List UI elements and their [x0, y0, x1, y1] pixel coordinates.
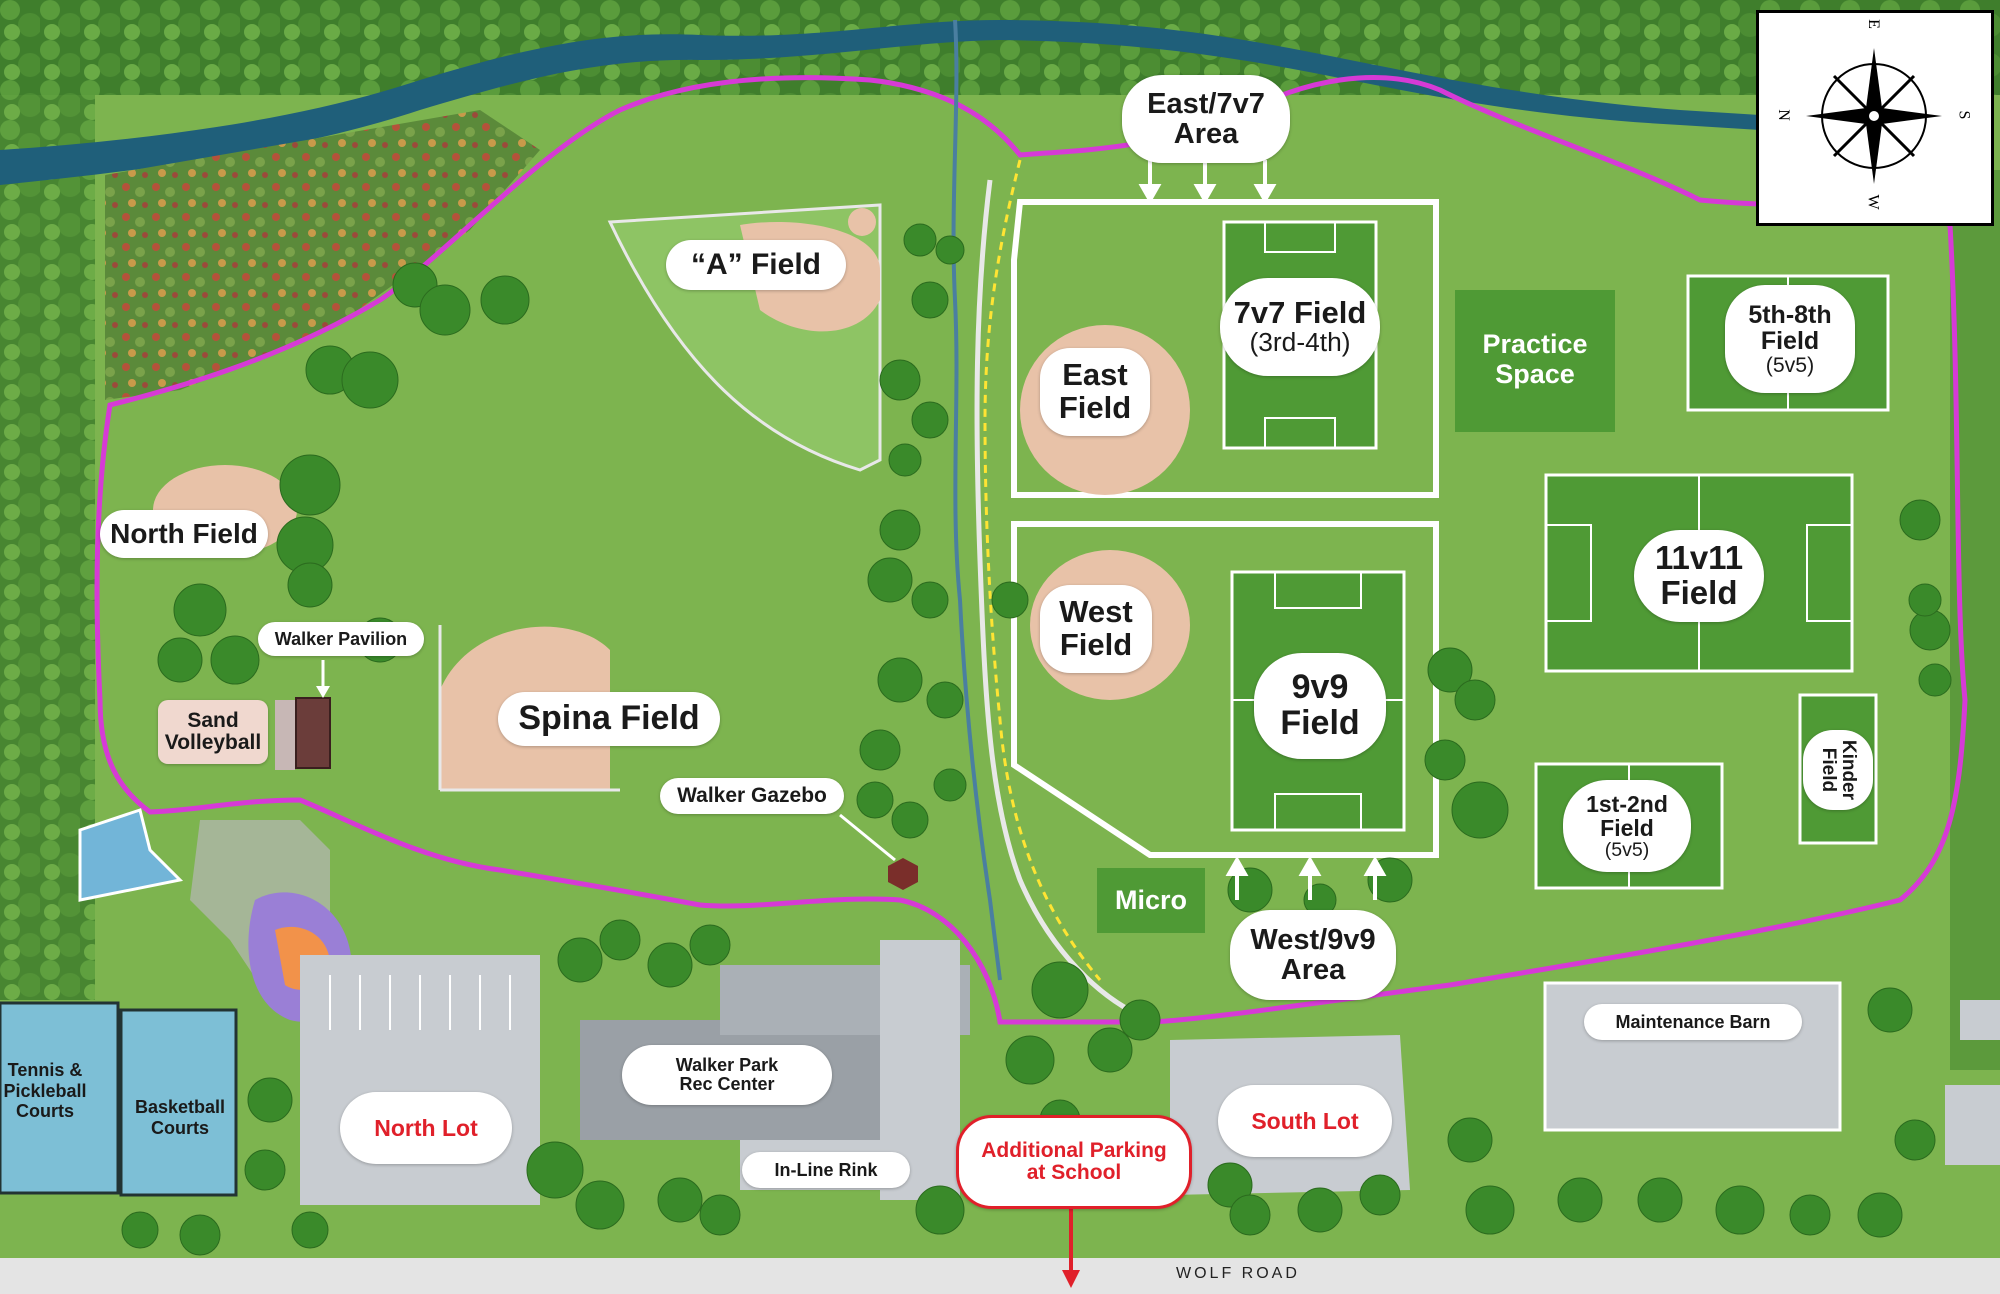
basketball-line2: Courts	[151, 1117, 209, 1138]
maintenance-barn-label[interactable]: Maintenance Barn	[1584, 1004, 1802, 1040]
spina-field-text: Spina Field	[518, 699, 700, 738]
rec-center-label[interactable]: Walker Park Rec Center	[622, 1045, 832, 1105]
a-field-label[interactable]: “A” Field	[666, 240, 846, 290]
tennis-line3: Courts	[16, 1101, 74, 1122]
additional-parking-label[interactable]: Additional Parking at School	[956, 1115, 1192, 1209]
walker-gazebo-label[interactable]: Walker Gazebo	[660, 778, 844, 814]
micro-label[interactable]: Micro	[1097, 868, 1205, 933]
field-9v9-line2: Field	[1280, 704, 1360, 742]
field-1-2-label[interactable]: 1st-2nd Field (5v5)	[1563, 780, 1691, 872]
practice-line2: Space	[1495, 359, 1575, 389]
field-9v9-line1: 9v9	[1291, 668, 1349, 707]
rec-center-line1: Walker Park	[675, 1055, 779, 1076]
compass-west: W	[1864, 194, 1882, 210]
east-field-line2: Field	[1058, 390, 1132, 425]
field-11v11-line2: Field	[1660, 574, 1738, 611]
spina-field-label[interactable]: Spina Field	[498, 692, 720, 746]
west-area-line1: West/9v9	[1250, 923, 1376, 956]
field-5-8-label[interactable]: 5th-8th Field (5v5)	[1725, 285, 1855, 393]
tennis-line1: Tennis &	[7, 1060, 83, 1080]
basketball-line1: Basketball	[134, 1097, 226, 1117]
compass-rose-icon	[1806, 48, 1942, 184]
south-lot-label[interactable]: South Lot	[1218, 1085, 1392, 1157]
field-1-2-line1: 1st-2nd	[1586, 790, 1668, 817]
field-11v11-label[interactable]: 11v11 Field	[1634, 530, 1764, 622]
west-field-line2: Field	[1059, 627, 1133, 662]
compass-box: E W N S	[1756, 10, 1994, 226]
west-area-label[interactable]: West/9v9 Area	[1230, 910, 1396, 1000]
east-field-line1: East	[1062, 357, 1128, 393]
additional-line1: Additional Parking	[981, 1138, 1167, 1162]
micro-text: Micro	[1114, 884, 1187, 915]
west-area-line2: Area	[1280, 954, 1346, 986]
south-lot-text: South Lot	[1251, 1107, 1359, 1134]
maintenance-barn-text: Maintenance Barn	[1615, 1011, 1771, 1032]
kinder-field-label[interactable]: Kinder Field	[1803, 730, 1873, 810]
basketball-courts-label[interactable]: Basketball Courts	[124, 1097, 236, 1138]
walker-pavilion-label[interactable]: Walker Pavilion	[258, 622, 424, 656]
east-area-label[interactable]: East/7v7 Area	[1122, 75, 1290, 163]
east-area-line2: Area	[1173, 118, 1239, 150]
kinder-rotated: Kinder Field	[1818, 739, 1859, 801]
field-1-2-line2: Field	[1600, 814, 1654, 841]
sand-line1: Sand	[187, 708, 239, 732]
field-5-8-line1: 5th-8th	[1748, 300, 1832, 329]
practice-space-label[interactable]: Practice Space	[1455, 320, 1615, 400]
inline-rink-text: In-Line Rink	[774, 1159, 878, 1180]
tennis-line2: Pickleball	[3, 1080, 87, 1101]
inline-rink-label[interactable]: In-Line Rink	[742, 1152, 910, 1188]
field-9v9-label[interactable]: 9v9 Field	[1254, 653, 1386, 759]
field-7v7-line2: (3rd-4th)	[1249, 327, 1351, 358]
rec-center-line2: Rec Center	[679, 1074, 775, 1094]
field-7v7-line1: 7v7 Field	[1233, 294, 1367, 330]
west-field-label[interactable]: West Field	[1040, 585, 1152, 673]
walker-pavilion-text: Walker Pavilion	[274, 628, 408, 649]
tennis-courts-label[interactable]: Tennis & Pickleball Courts	[0, 1060, 90, 1122]
field-5-8-line2: Field	[1760, 326, 1820, 355]
field-5-8-line3: (5v5)	[1765, 353, 1815, 378]
practice-line1: Practice	[1482, 329, 1588, 360]
field-11v11-line1: 11v11	[1654, 539, 1744, 577]
east-area-line1: East/7v7	[1147, 87, 1265, 120]
a-field-text: “A” Field	[690, 248, 821, 282]
north-field-text: North Field	[110, 518, 258, 550]
walker-gazebo-text: Walker Gazebo	[677, 783, 827, 807]
additional-line2: at School	[1026, 1161, 1122, 1184]
compass-south: S	[1955, 110, 1973, 120]
wolf-road-label: WOLF ROAD	[1176, 1265, 1300, 1282]
field-7v7-label[interactable]: 7v7 Field (3rd-4th)	[1220, 278, 1380, 376]
north-lot-label[interactable]: North Lot	[340, 1092, 512, 1164]
north-lot-text: North Lot	[374, 1114, 478, 1141]
north-field-label[interactable]: North Field	[100, 510, 268, 558]
west-field-line1: West	[1059, 594, 1133, 630]
east-field-label[interactable]: East Field	[1040, 348, 1150, 436]
sand-line2: Volleyball	[164, 731, 262, 754]
kinder-line1: Kinder	[1837, 739, 1859, 801]
field-1-2-line3: (5v5)	[1604, 838, 1650, 861]
compass-north: N	[1774, 109, 1792, 121]
sand-volleyball-label[interactable]: Sand Volleyball	[158, 700, 268, 764]
compass-east: E	[1864, 19, 1882, 29]
kinder-line2: Field	[1818, 747, 1839, 793]
